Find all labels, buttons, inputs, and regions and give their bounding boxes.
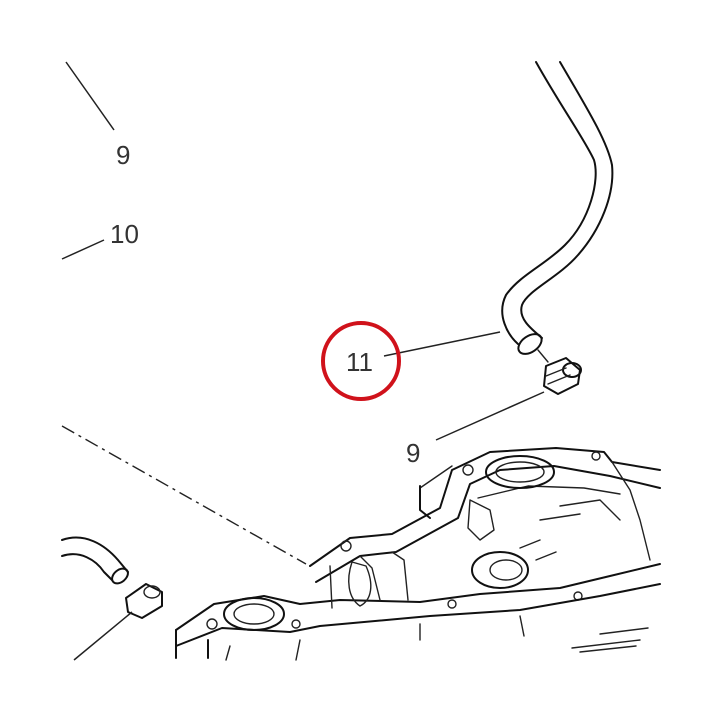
manifold-port-1-inner: [495, 461, 545, 483]
bolt-hole: [462, 464, 474, 476]
bolt-hole: [291, 619, 301, 629]
callout-label: 11: [346, 347, 373, 377]
callout-label: 9: [406, 438, 420, 468]
highlight-circle: [321, 321, 401, 401]
callout-label: 9: [116, 140, 130, 170]
lower-hose-end: [111, 567, 129, 585]
engine-block-side: [175, 485, 431, 659]
block-right-edge: [559, 461, 651, 561]
manifold-lower-flange-inner: [175, 583, 661, 647]
callout-9-top-left: 9: [65, 61, 130, 170]
manifold-port-3: [223, 597, 285, 631]
leader-line: [65, 61, 115, 131]
clamp-body: [543, 357, 581, 395]
lower-clamp-opening: [143, 585, 161, 599]
callout-10: 10: [61, 219, 139, 260]
engine-manifold: [175, 447, 661, 661]
lower-hose-assembly: [61, 536, 163, 661]
callout-11: 11: [321, 321, 501, 401]
callout-label: 10: [110, 219, 139, 249]
hose-inner-edge: [520, 61, 614, 339]
clamp-opening: [562, 362, 582, 378]
manifold-port-2: [471, 551, 529, 589]
leader-line: [383, 331, 501, 357]
hose-end: [517, 333, 543, 355]
lower-hose-outer: [61, 536, 129, 573]
clamp-part-9: [543, 357, 582, 395]
manifold-lower-flange-outer: [175, 563, 661, 631]
bolt-hole: [447, 599, 457, 609]
bolt-hole: [591, 451, 601, 461]
leader-line: [435, 391, 545, 441]
callout-9-middle: 9: [406, 391, 545, 468]
block-rib: [329, 551, 409, 609]
block-hatching: [519, 513, 649, 653]
lower-clamp-body: [125, 583, 163, 619]
leader-line: [61, 239, 105, 260]
manifold-port-3-inner: [233, 603, 275, 625]
bolt-hole: [206, 618, 218, 630]
manifold-flange-rim: [419, 465, 621, 499]
hose-outer-edge: [501, 61, 597, 345]
clamp-band: [545, 367, 571, 385]
manifold-port-1: [485, 455, 555, 489]
block-lower-edge: [225, 615, 525, 661]
manifold-flange-outer: [309, 447, 661, 567]
lower-hose-inner: [61, 553, 113, 581]
block-detail-2: [348, 561, 372, 607]
bolt-hole: [340, 540, 352, 552]
hose-part-11: [501, 61, 614, 363]
hose-pin: [537, 349, 549, 363]
lower-leader-line: [73, 611, 133, 661]
manifold-port-2-inner: [489, 559, 523, 581]
block-detail: [467, 499, 495, 541]
assembly-axis-line: [61, 425, 307, 565]
manifold-flange-inner: [315, 465, 661, 583]
